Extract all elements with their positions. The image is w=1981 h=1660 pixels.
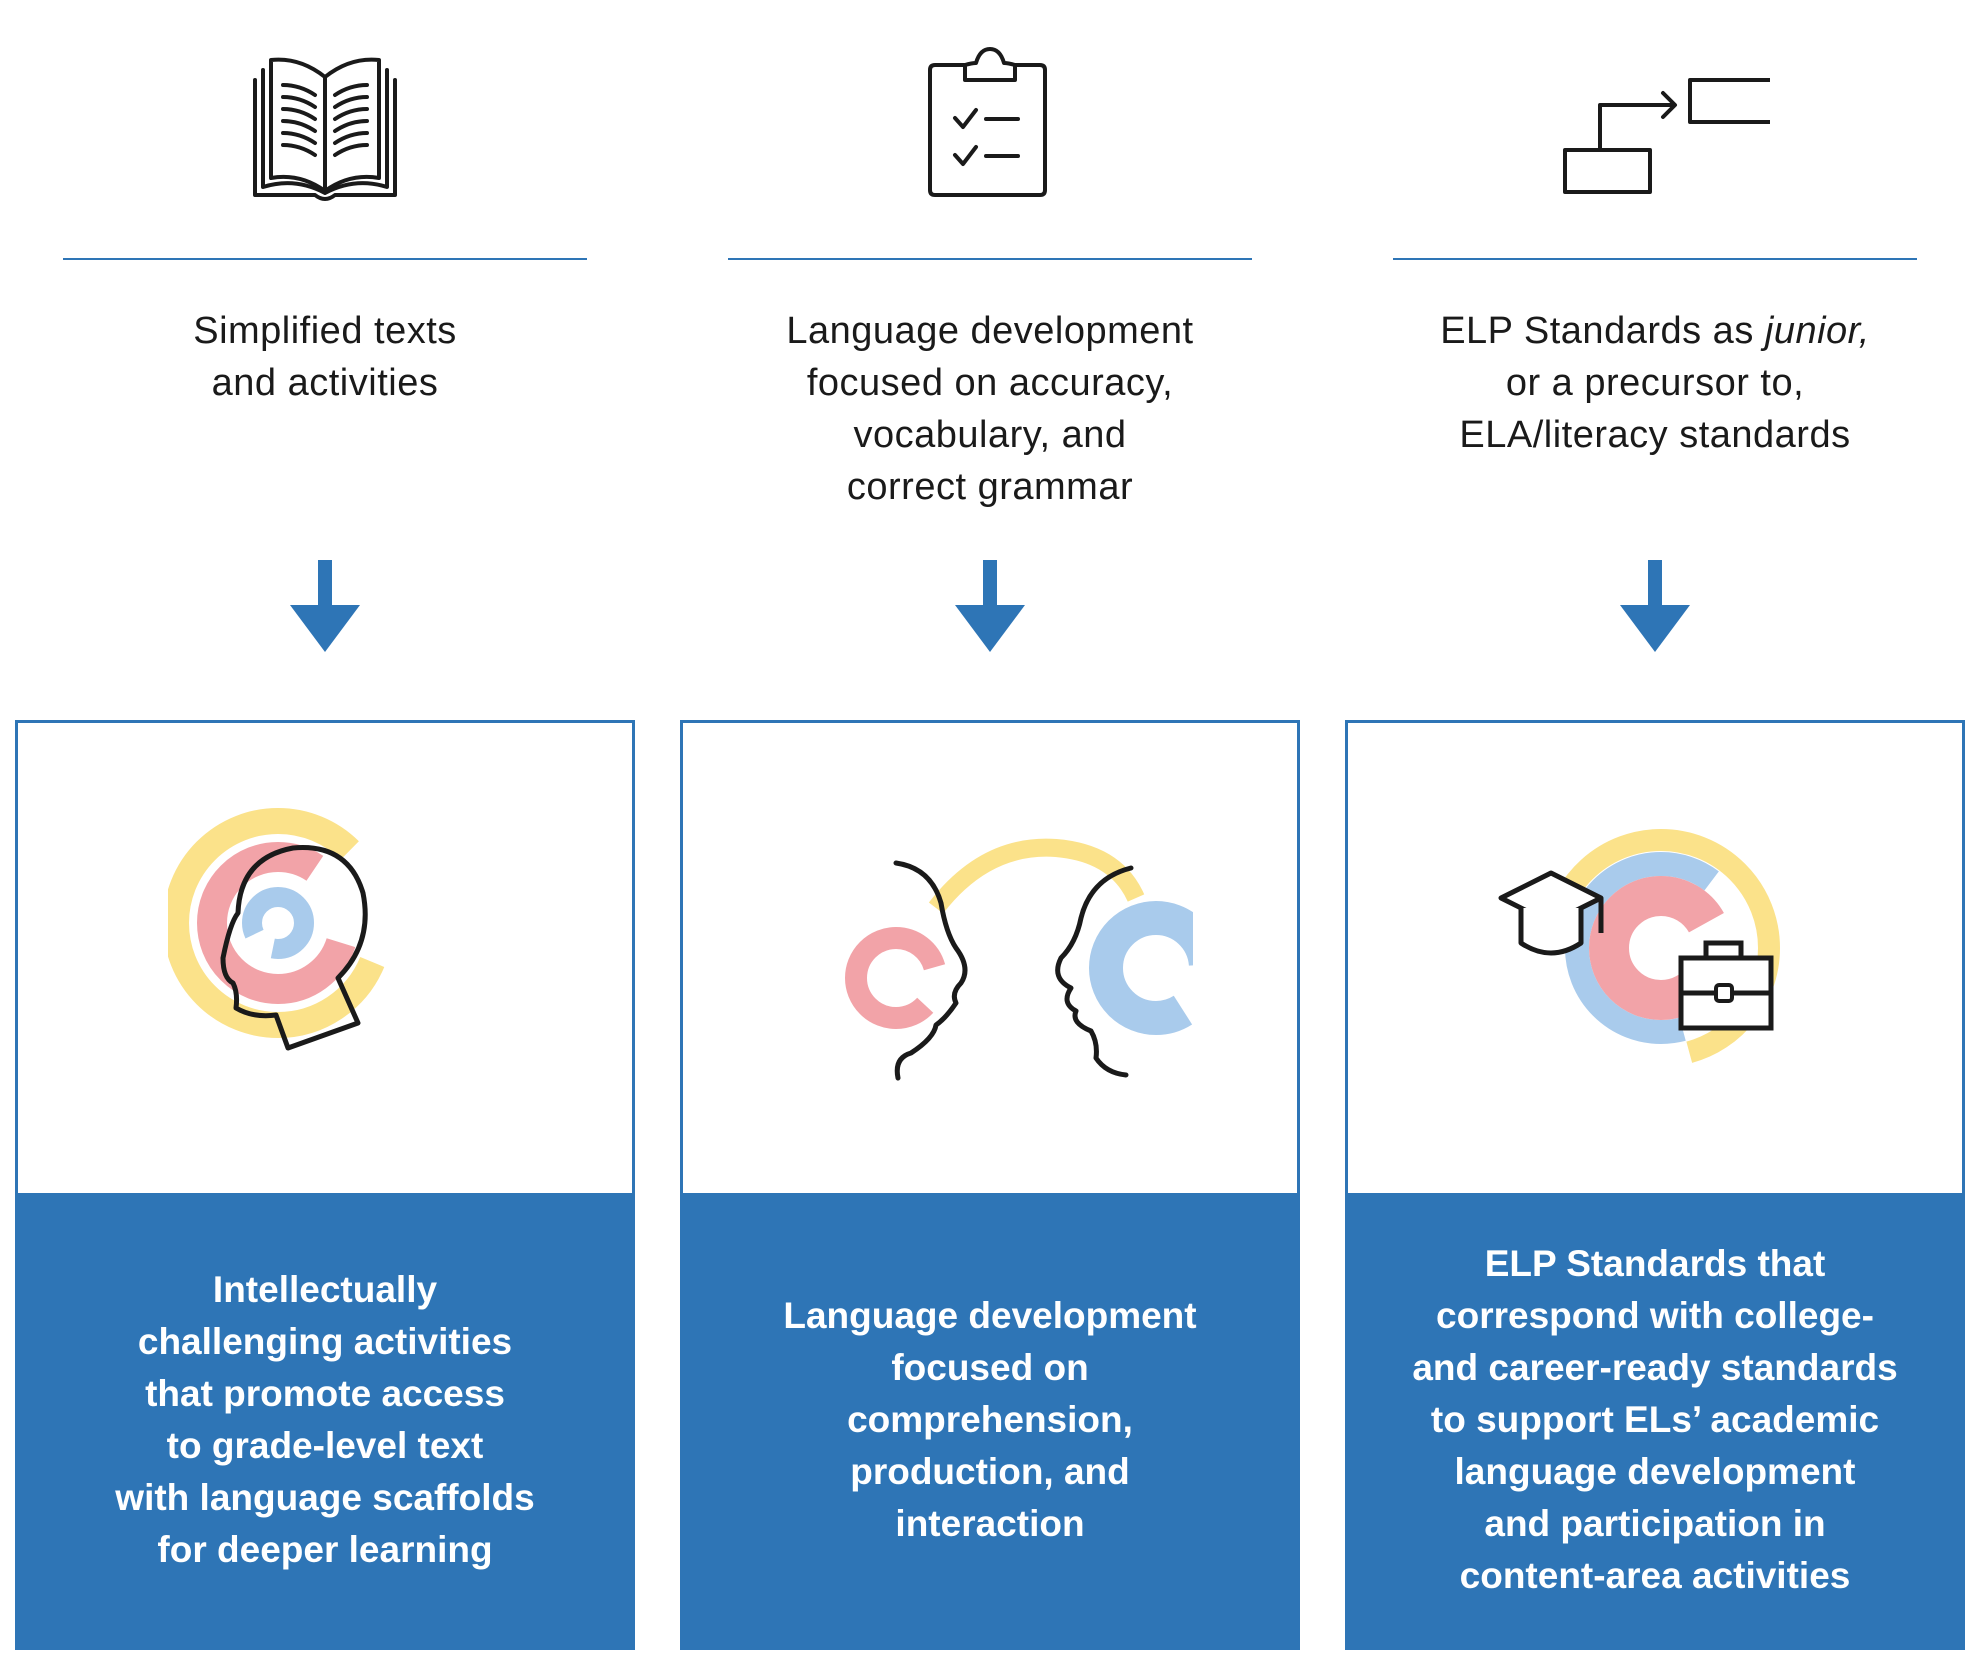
- divider-line: [728, 258, 1252, 260]
- text-line: or a precursor to,: [1505, 362, 1805, 404]
- arrow-down-icon: [290, 560, 360, 652]
- card-illustration: [683, 723, 1297, 1193]
- card-band: Language development focused on comprehe…: [683, 1193, 1297, 1647]
- head-target-icon: [168, 808, 393, 1051]
- column-language-development: Language development focused on accuracy…: [680, 0, 1300, 1660]
- traditional-approach-text: ELP Standards as junior, or a precursor …: [1385, 305, 1925, 461]
- divider-line: [63, 258, 587, 260]
- card-language-comprehension: Language development focused on comprehe…: [680, 720, 1300, 1650]
- text-line: that promote access: [145, 1373, 505, 1414]
- text-line: comprehension,: [847, 1399, 1133, 1440]
- text-line: language development: [1454, 1451, 1856, 1492]
- text-line: to support ELs’ academic: [1430, 1399, 1880, 1440]
- column-elp-standards: ELP Standards as junior, or a precursor …: [1345, 0, 1965, 1660]
- flow-boxes-arrow-icon: [1563, 78, 1770, 194]
- text-line: Simplified texts: [193, 310, 457, 352]
- divider-line: [1393, 258, 1917, 260]
- card-intellectually-challenging: Intellectually challenging activities th…: [15, 720, 635, 1650]
- emphasis-junior: junior,: [1764, 310, 1870, 352]
- card-text: Language development focused on comprehe…: [710, 1290, 1270, 1550]
- text-line: for deeper learning: [157, 1529, 493, 1570]
- text-line: content-area activities: [1459, 1555, 1851, 1596]
- graduation-cap-briefcase-icon: [1498, 829, 1780, 1067]
- open-book-icon: [253, 57, 397, 201]
- text-line: Intellectually: [212, 1269, 438, 1310]
- text-line: production, and: [850, 1451, 1130, 1492]
- traditional-approach-text: Language development focused on accuracy…: [720, 305, 1260, 513]
- two-faces-dialogue-icon: [845, 838, 1193, 1081]
- text-line: to grade-level text: [166, 1425, 484, 1466]
- text-line: correspond with college-: [1436, 1295, 1874, 1336]
- text-line: ELP Standards that: [1484, 1243, 1826, 1284]
- arrow-down-icon: [1620, 560, 1690, 652]
- text-line: focused on: [891, 1347, 1089, 1388]
- card-text: Intellectually challenging activities th…: [45, 1264, 605, 1576]
- text-line: and participation in: [1484, 1503, 1826, 1544]
- text-line: and activities: [211, 362, 439, 404]
- card-elp-college-career: ELP Standards that correspond with colle…: [1345, 720, 1965, 1650]
- card-illustration: [1348, 723, 1962, 1193]
- text-line: ELA/literacy standards: [1459, 414, 1851, 456]
- card-illustration: [18, 723, 632, 1193]
- card-band: Intellectually challenging activities th…: [18, 1193, 632, 1647]
- text-line: challenging activities: [137, 1321, 513, 1362]
- text-line: ELP Standards as junior,: [1385, 305, 1925, 357]
- clipboard-checklist-icon: [928, 47, 1047, 197]
- text-line: focused on accuracy,: [806, 362, 1174, 404]
- card-band: ELP Standards that correspond with colle…: [1348, 1193, 1962, 1647]
- traditional-approach-text: Simplified texts and activities: [55, 305, 595, 409]
- column-simplified-texts: Simplified texts and activities Intellec…: [15, 0, 635, 1660]
- text-line: correct grammar: [846, 466, 1134, 508]
- text-segment: ELP Standards as: [1440, 310, 1765, 352]
- text-line: interaction: [895, 1503, 1085, 1544]
- text-line: vocabulary, and: [853, 414, 1127, 456]
- arrow-down-icon: [955, 560, 1025, 652]
- text-line: and career-ready standards: [1412, 1347, 1898, 1388]
- text-line: with language scaffolds: [115, 1477, 535, 1518]
- text-line: Language development: [786, 310, 1194, 352]
- card-text: ELP Standards that correspond with colle…: [1375, 1238, 1935, 1602]
- text-line: Language development: [783, 1295, 1197, 1336]
